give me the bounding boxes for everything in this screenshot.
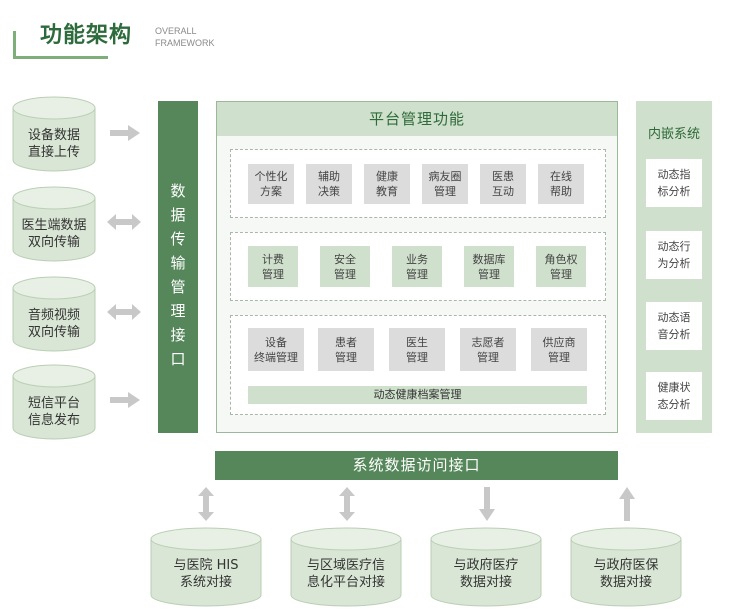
source-device-data: 设备数据 直接上传 — [12, 96, 96, 172]
page-subtitle: OVERALL FRAMEWORK — [155, 26, 215, 48]
embedded-title: 内嵌系统 — [647, 127, 700, 142]
module-patient-circle: 病友圈管理 — [422, 164, 468, 204]
target-regional-platform: 与区域医疗信 息化平台对接 — [290, 527, 402, 607]
module-billing: 计费管理 — [248, 246, 298, 287]
cylinder-shape — [12, 96, 96, 172]
embedded-health-status-analysis: 健康状态分析 — [646, 372, 702, 420]
cylinder-shape — [12, 186, 96, 262]
module-health-record: 动态健康档案管理 — [248, 386, 587, 404]
cylinder-shape — [570, 527, 682, 607]
arrow-up-icon — [617, 486, 637, 522]
module-personalized-plan: 个性化方案 — [248, 164, 294, 204]
platform-group-1: 个性化方案 辅助决策 健康教育 病友圈管理 医患互动 在线帮助 — [230, 149, 606, 218]
target-gov-insurance: 与政府医保 数据对接 — [570, 527, 682, 607]
arrow-right-icon — [108, 391, 142, 409]
embedded-voice-analysis: 动态语音分析 — [646, 302, 702, 350]
embedded-indicator-analysis: 动态指标分析 — [646, 159, 702, 207]
module-online-help: 在线帮助 — [538, 164, 584, 204]
page-title: 功能架构 — [40, 23, 133, 48]
module-health-education: 健康教育 — [364, 164, 410, 204]
module-patient: 患者管理 — [318, 328, 374, 371]
module-supplier: 供应商管理 — [531, 328, 587, 371]
platform-panel: 平台管理功能 个性化方案 辅助决策 健康教育 病友圈管理 医患互动 在线帮助 计… — [216, 101, 618, 433]
arrow-both-icon — [106, 212, 142, 232]
arrow-down-icon — [477, 486, 497, 522]
arrow-up-down-icon — [196, 486, 216, 522]
module-device-terminal: 设备终端管理 — [248, 328, 304, 371]
platform-group-3: 设备终端管理 患者管理 医生管理 志愿者管理 供应商管理 动态健康档案管理 — [230, 315, 606, 415]
module-decision-support: 辅助决策 — [306, 164, 352, 204]
module-doctor: 医生管理 — [389, 328, 445, 371]
cylinder-shape — [430, 527, 542, 607]
arrow-both-icon — [106, 302, 142, 322]
data-transfer-bar: 数 据 传 输 管 理 接 口 — [158, 101, 198, 433]
platform-title: 平台管理功能 — [217, 102, 617, 136]
cylinder-shape — [12, 276, 96, 352]
arrow-up-down-icon — [337, 486, 357, 522]
module-database: 数据库管理 — [464, 246, 514, 287]
source-av-data: 音频视频 双向传输 — [12, 276, 96, 352]
source-sms-platform: 短信平台 信息发布 — [12, 364, 96, 440]
module-role-permission: 角色权管理 — [536, 246, 586, 287]
arrow-right-icon — [108, 124, 142, 142]
platform-group-2: 计费管理 安全管理 业务管理 数据库管理 角色权管理 — [230, 232, 606, 301]
module-doctor-patient: 医患互动 — [480, 164, 526, 204]
embedded-systems-panel: 内嵌系统 动态指标分析 动态行为分析 动态语音分析 健康状态分析 — [636, 101, 712, 433]
module-security: 安全管理 — [320, 246, 370, 287]
module-volunteer: 志愿者管理 — [460, 328, 516, 371]
target-hospital-his: 与医院 HIS 系统对接 — [150, 527, 262, 607]
target-gov-medical: 与政府医疗 数据对接 — [430, 527, 542, 607]
cylinder-shape — [12, 364, 96, 440]
header-bracket — [13, 11, 108, 59]
module-business: 业务管理 — [392, 246, 442, 287]
cylinder-shape — [290, 527, 402, 607]
data-access-bar: 系统数据访问接口 — [215, 451, 618, 480]
source-doctor-data: 医生端数据 双向传输 — [12, 186, 96, 262]
cylinder-shape — [150, 527, 262, 607]
embedded-behavior-analysis: 动态行为分析 — [646, 231, 702, 279]
